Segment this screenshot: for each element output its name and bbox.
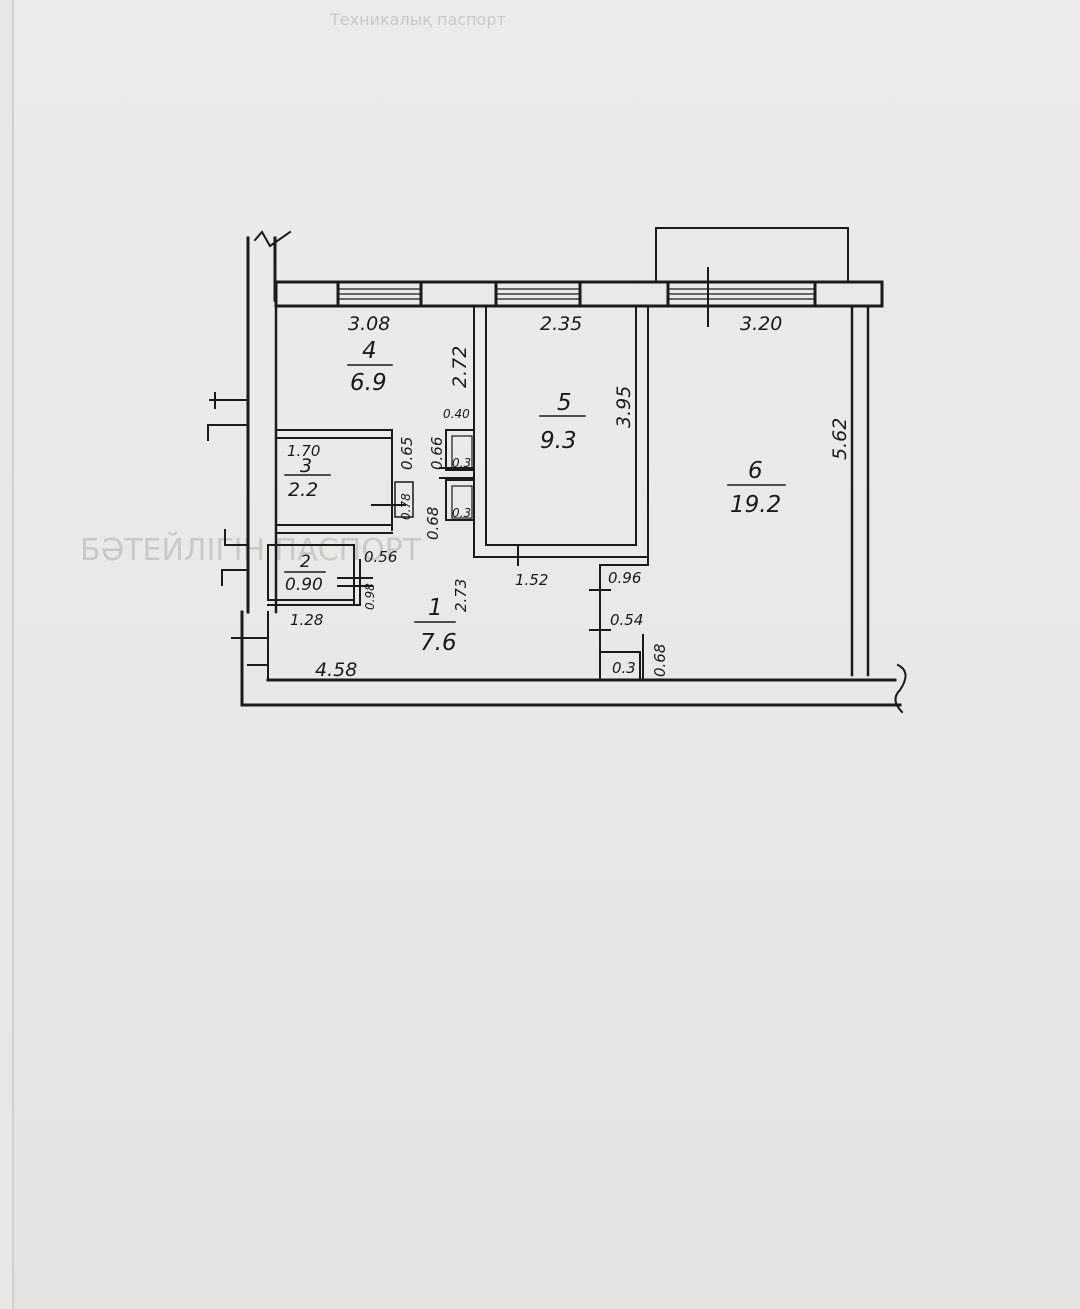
- ghost-text-middle: БӘТЕЙЛІГІН ПАСПОРТ: [80, 532, 422, 568]
- dim-0-78: 0.78: [399, 493, 413, 520]
- window-1: [337, 288, 422, 300]
- dim-room-1-height: 2.73: [452, 579, 470, 612]
- vent-shaft-2: [445, 479, 475, 521]
- dim-0-68-a: 0.68: [424, 507, 442, 540]
- dim-room-4-width: 3.08: [348, 313, 390, 335]
- break-mark-top: [253, 230, 292, 248]
- sheet-edge: [12, 0, 14, 1309]
- dim-0-40: 0.40: [443, 407, 470, 421]
- room-3-number: 3: [300, 455, 312, 477]
- window-2: [495, 288, 581, 300]
- room-3-area: 2.2: [288, 479, 318, 501]
- closet-area: 0.3: [612, 659, 636, 677]
- wall-pier-2: [419, 280, 498, 308]
- dim-0-66: 0.66: [428, 437, 446, 470]
- window-3: [667, 288, 816, 300]
- paper-sheet: [12, 0, 1080, 1309]
- break-mark-bottom: [894, 663, 907, 714]
- balcony-outline: [655, 227, 849, 283]
- closet-box: [599, 651, 641, 681]
- room-1-area: 7.6: [420, 630, 457, 656]
- shaft-3: [394, 481, 414, 518]
- ghost-text-top: Техникалық паспорт: [329, 10, 506, 29]
- dim-room-3-width: 1.70: [287, 442, 320, 460]
- wall-pier-1: [274, 280, 340, 308]
- dim-room-5-height: 3.95: [613, 386, 635, 428]
- shaft-2-area: 0.3: [452, 506, 471, 520]
- shaft-1-area: 0.3: [452, 456, 471, 470]
- wall-pier-3: [578, 280, 670, 308]
- dim-0-54: 0.54: [610, 611, 643, 629]
- room-4-number: 4: [362, 338, 377, 364]
- room-5-number: 5: [557, 390, 572, 416]
- room-6-number: 6: [748, 458, 763, 484]
- dim-0-65: 0.65: [398, 437, 416, 470]
- wall-pier-4: [813, 280, 884, 308]
- dim-room-1-length: 4.58: [315, 659, 357, 681]
- room-6-area: 19.2: [730, 492, 781, 518]
- room-1-number: 1: [428, 595, 443, 621]
- room-5-area: 9.3: [540, 428, 577, 454]
- room-2-area: 0.90: [285, 575, 323, 595]
- dim-room-6-width: 3.20: [740, 313, 782, 335]
- dim-0-96: 0.96: [608, 569, 641, 587]
- dim-0-68-b: 0.68: [651, 644, 669, 677]
- room-2-number: 2: [300, 552, 311, 572]
- dim-room-6-height: 5.62: [829, 418, 851, 460]
- dim-room-4-height: 2.72: [449, 346, 471, 388]
- dim-0-98: 0.98: [363, 583, 377, 610]
- vent-shaft-2-inner: [451, 485, 473, 519]
- dim-room-5-width: 2.35: [540, 313, 582, 335]
- vent-shaft-1: [445, 429, 475, 471]
- dim-0-56: 0.56: [364, 548, 397, 566]
- room-4-area: 6.9: [350, 370, 387, 396]
- dim-1-52: 1.52: [515, 571, 548, 589]
- dim-room-2-width: 1.28: [290, 611, 323, 629]
